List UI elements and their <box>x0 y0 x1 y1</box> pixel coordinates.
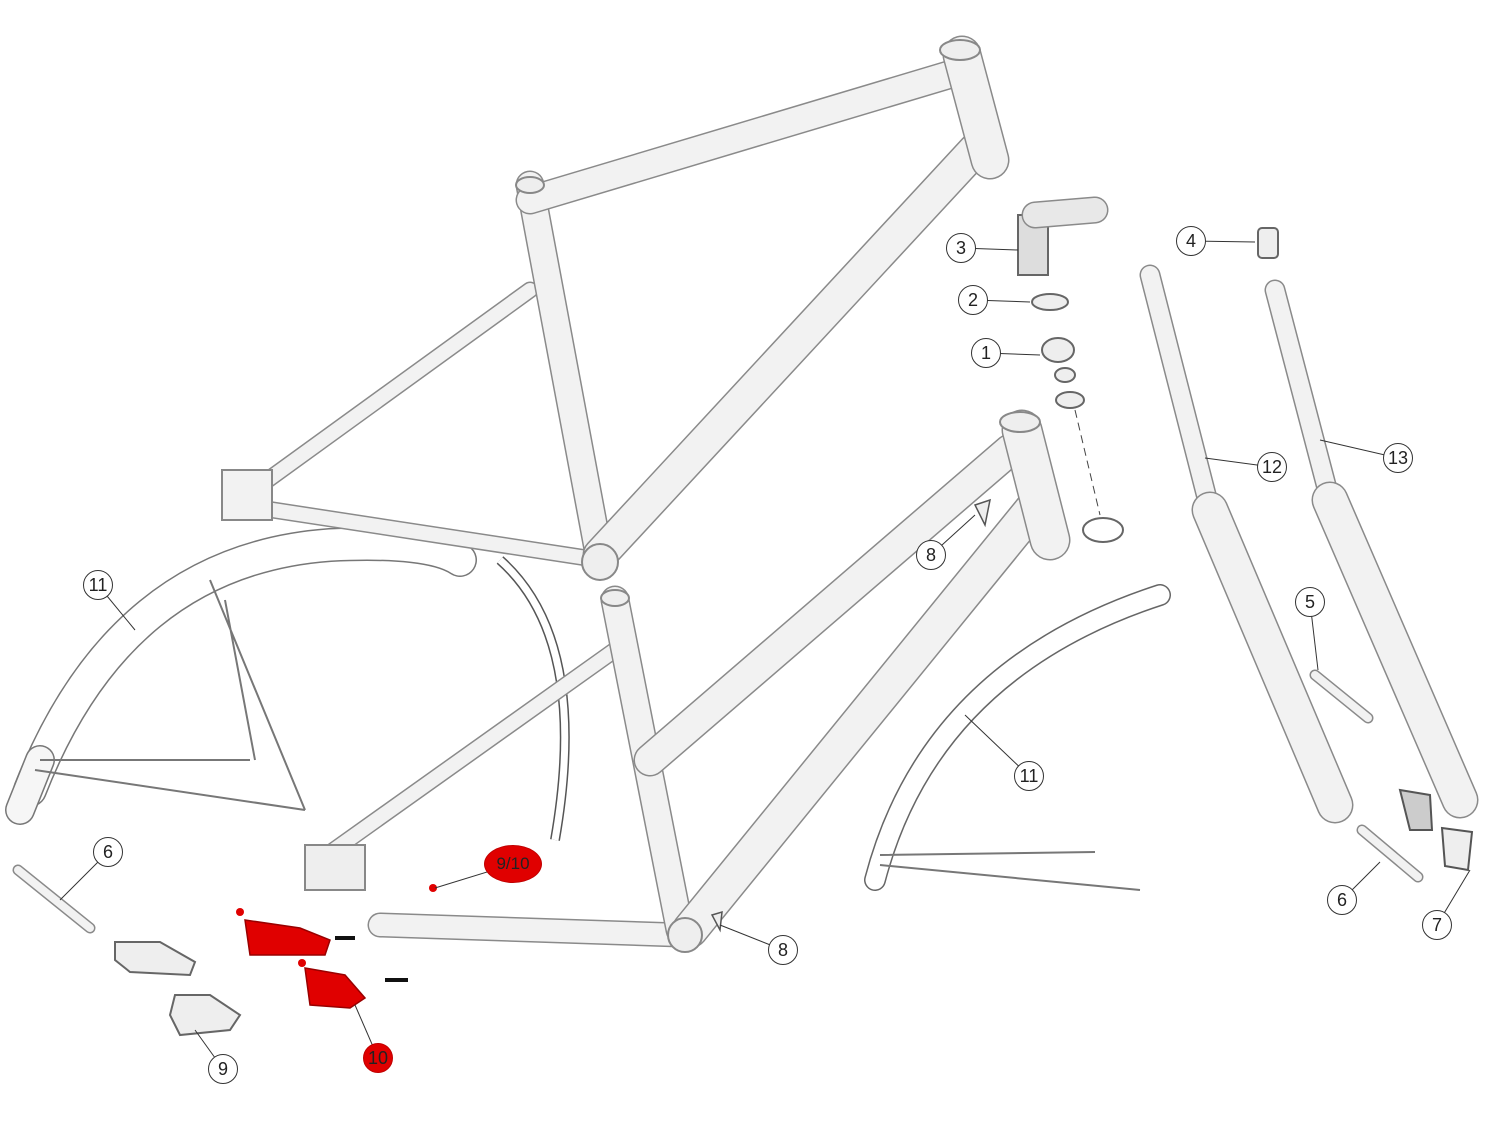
callout-2: 2 <box>958 285 988 315</box>
headset-ring <box>1055 391 1085 409</box>
upper-chain-stay-body <box>233 498 607 567</box>
upper-seat-stay <box>231 281 539 509</box>
callout-5: 5 <box>1295 587 1325 617</box>
callout-8: 8 <box>916 540 946 570</box>
upper-head-tube-body <box>944 37 1008 178</box>
callout-3: 3 <box>946 233 976 263</box>
callout-10: 10 <box>363 1043 393 1073</box>
callout-1: 1 <box>971 338 1001 368</box>
upper-head-tube-top <box>939 39 981 61</box>
thru-axle-6-rear-body <box>14 866 94 932</box>
callout-8: 8 <box>768 935 798 965</box>
upper-seat-stay-body <box>233 283 537 507</box>
fork-12-steerer <box>1139 264 1221 521</box>
callout-6: 6 <box>93 837 123 867</box>
fender-tip <box>6 746 54 824</box>
lower-down-tube <box>671 481 1059 949</box>
lower-chain-stay-body <box>369 914 691 946</box>
rear-fender-left <box>14 528 476 806</box>
thru-axle-5 <box>1309 669 1374 724</box>
thru-axle-6-front-body <box>1358 826 1422 881</box>
lower-top-tube <box>633 433 1027 777</box>
lower-top-tube-body <box>635 435 1025 775</box>
lower-head-tube-top <box>999 411 1041 433</box>
spacer <box>1031 293 1069 311</box>
fork-13-blade <box>1311 481 1479 819</box>
red-bolt-a <box>236 908 244 916</box>
callout-12: 12 <box>1257 452 1287 482</box>
fork-13-steerer <box>1264 279 1341 511</box>
upper-head-tube <box>942 35 1010 180</box>
upper-seat-tube-top <box>515 176 545 194</box>
cable-guide-8a <box>973 498 991 528</box>
upper-bottom-bracket <box>581 543 619 581</box>
upper-seat-tube-body <box>517 172 613 573</box>
lower-seat-tube-top <box>600 589 630 607</box>
derailleur-hanger-9b <box>168 994 242 1037</box>
lower-chain-stay <box>367 912 693 948</box>
callout-11: 11 <box>1014 761 1044 791</box>
callout-6: 6 <box>1327 885 1357 915</box>
fork-12-steerer-body <box>1141 266 1219 519</box>
callout-7: 7 <box>1422 910 1452 940</box>
stem-extension <box>1021 196 1109 229</box>
stem-extension-body <box>1023 198 1107 227</box>
upper-top-tube-body <box>517 57 978 213</box>
red-bolt-b <box>298 959 306 967</box>
callout-13: 13 <box>1383 443 1413 473</box>
callout-9: 9 <box>208 1054 238 1084</box>
lower-down-tube-body <box>673 483 1057 947</box>
front-fender-stays <box>879 851 1141 891</box>
lower-bottom-bracket <box>667 917 703 953</box>
dropout-insert <box>1398 788 1434 831</box>
top-cap-plug <box>1257 227 1279 259</box>
hanger-10-a <box>244 919 331 956</box>
upper-top-tube <box>515 55 980 215</box>
thru-axle-6-front <box>1356 824 1424 883</box>
upper-down-tube-body <box>584 134 991 571</box>
lower-seat-stay <box>311 641 624 869</box>
hanger-10-b <box>304 967 367 1009</box>
cable-guide-8b <box>710 910 723 933</box>
lower-seat-stay-body <box>313 643 622 867</box>
red-bolt-c <box>429 884 437 892</box>
thru-axle-5-body <box>1311 671 1372 722</box>
callout-4: 4 <box>1176 226 1206 256</box>
fork-13-steerer-body <box>1266 281 1339 509</box>
fork-12-blade <box>1191 491 1354 824</box>
upper-down-tube <box>582 132 993 573</box>
adapter-7 <box>1440 826 1474 872</box>
upper-seat-tube <box>515 170 615 575</box>
fork-12-blade-body <box>1193 493 1352 822</box>
lower-head-tube-body <box>1003 411 1069 559</box>
derailleur-hanger-9a <box>114 941 197 977</box>
headset-axis <box>1074 409 1101 516</box>
front-fender <box>865 585 1170 890</box>
headset-bearing <box>1054 367 1076 383</box>
thru-axle-6-rear <box>12 864 96 934</box>
lower-dropout <box>304 844 366 891</box>
fork-13-blade-body <box>1313 483 1477 817</box>
callout-11: 11 <box>83 570 113 600</box>
upper-dropout <box>221 469 273 521</box>
upper-chain-stay <box>231 496 609 569</box>
headset-top-cup <box>1041 337 1075 363</box>
fender-stays-left <box>34 579 306 811</box>
lower-head-tube <box>1001 409 1071 561</box>
callout-9-10: 9/10 <box>484 845 542 883</box>
headset-lower-race <box>1082 517 1124 543</box>
rear-fender-mid <box>497 557 569 841</box>
